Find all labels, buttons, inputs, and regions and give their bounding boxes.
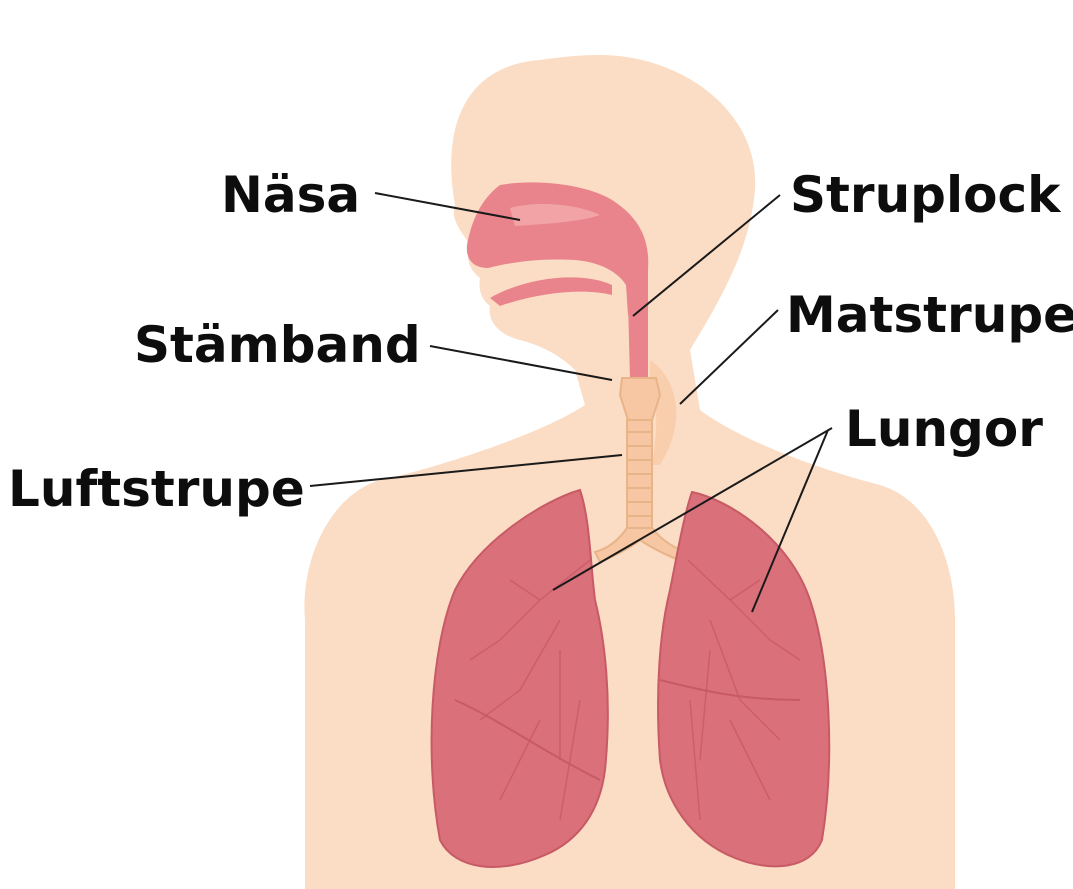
label-stamband: Stämband [134, 316, 421, 374]
label-lungor: Lungor [845, 400, 1043, 458]
label-luftstrupe: Luftstrupe [8, 460, 305, 518]
label-matstrupe: Matstrupe [786, 286, 1073, 344]
larynx-shape [620, 378, 660, 420]
label-nasa: Näsa [221, 166, 360, 224]
label-struplock: Struplock [790, 166, 1062, 224]
